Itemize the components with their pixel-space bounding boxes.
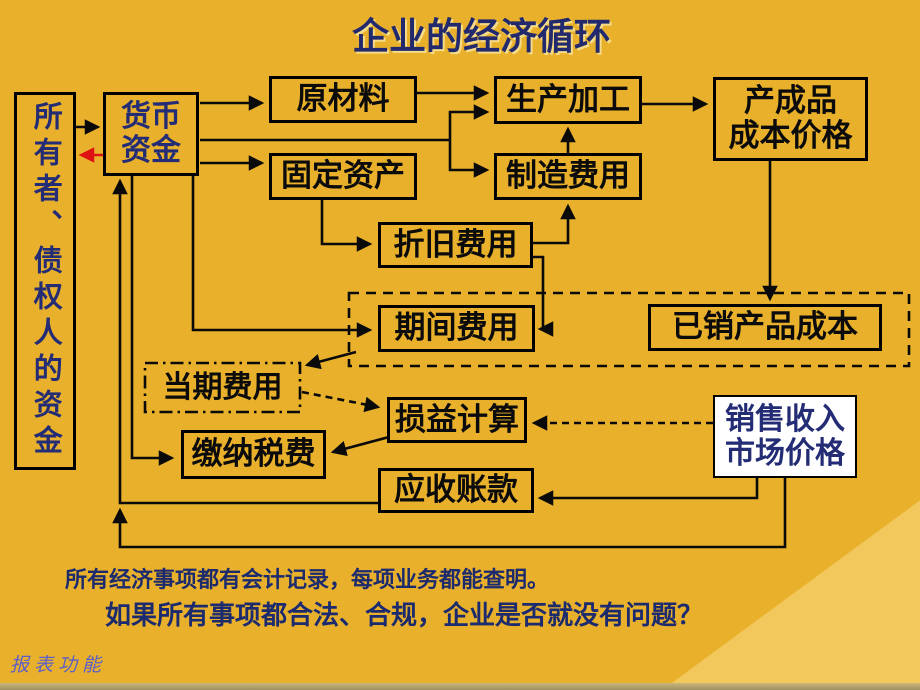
box-profit-loss: 损益计算 bbox=[387, 397, 527, 443]
arrow-money-to-period bbox=[191, 174, 373, 338]
box-finished-goods: 产成品 成本价格 bbox=[713, 77, 868, 161]
slide-bottom-edge bbox=[0, 683, 920, 690]
arrow-receivables-to-money bbox=[112, 178, 378, 505]
box-money-funds: 货币 资金 bbox=[103, 92, 199, 176]
box-owner-funds: 所有者、债权人的资金 bbox=[14, 92, 76, 470]
box-money-funds-line1: 货币 bbox=[121, 100, 181, 134]
slide-title: 企业的经济循环 bbox=[352, 17, 611, 58]
box-raw-materials-label: 原材料 bbox=[296, 81, 390, 117]
box-current-expenses: 当期费用 bbox=[145, 363, 300, 412]
arrow-current-to-profit-dashed bbox=[301, 390, 381, 413]
box-production-label: 生产加工 bbox=[506, 81, 630, 117]
dashed-group-rect bbox=[347, 291, 911, 368]
arrow-fixed-to-depreciation bbox=[320, 200, 373, 252]
box-sales-revenue-line1: 销售收入 bbox=[725, 402, 845, 436]
arrow-money-to-tax bbox=[130, 174, 175, 466]
box-receivables: 应收账款 bbox=[378, 468, 534, 513]
arrow-money-to-manufacturing bbox=[448, 140, 490, 178]
box-fixed-assets: 固定资产 bbox=[269, 153, 417, 200]
note-line2: 如果所有事项都合法、合规，企业是否就没有问题？ bbox=[105, 601, 704, 630]
box-owner-funds-label: 所有者、债权人的资金 bbox=[29, 101, 62, 461]
box-current-expenses-label: 当期费用 bbox=[162, 370, 283, 404]
watermark-text: 报表功能 bbox=[10, 655, 107, 676]
box-sales-revenue-line2: 市场价格 bbox=[725, 436, 845, 470]
box-finished-goods-line2: 成本价格 bbox=[728, 118, 853, 153]
box-money-funds-line2: 资金 bbox=[121, 134, 181, 167]
box-sales-revenue: 销售收入 市场价格 bbox=[713, 395, 857, 478]
box-finished-goods-line1: 产成品 bbox=[744, 83, 837, 119]
box-depreciation-label: 折旧费用 bbox=[393, 226, 518, 262]
note-line1: 所有经济事项都有会计记录，每项业务都能查明。 bbox=[65, 567, 550, 592]
box-tax-payment: 缴纳税费 bbox=[181, 430, 326, 479]
current-expenses-dashdot-rect bbox=[143, 361, 302, 414]
box-cost-of-goods-sold: 已销产品成本 bbox=[648, 304, 882, 351]
box-manufacturing-overhead: 制造费用 bbox=[494, 153, 642, 200]
arrow-money-to-production bbox=[448, 104, 490, 140]
arrow-depreciation-to-manufacturing bbox=[533, 203, 576, 245]
box-fixed-assets-label: 固定资产 bbox=[281, 158, 405, 194]
box-tax-payment-label: 缴纳税费 bbox=[191, 436, 316, 472]
box-cost-of-goods-sold-label: 已销产品成本 bbox=[672, 309, 858, 345]
arrow-profit-to-tax bbox=[330, 435, 390, 457]
box-manufacturing-overhead-label: 制造费用 bbox=[506, 158, 630, 194]
box-profit-loss-label: 损益计算 bbox=[395, 401, 519, 437]
box-receivables-label: 应收账款 bbox=[394, 472, 518, 508]
arrow-sales-return-line bbox=[112, 478, 787, 549]
box-period-expenses-label: 期间费用 bbox=[394, 310, 519, 346]
box-production: 生产加工 bbox=[494, 76, 642, 124]
box-depreciation: 折旧费用 bbox=[378, 222, 533, 268]
arrow-sales-to-receivables bbox=[537, 478, 759, 506]
box-period-expenses: 期间费用 bbox=[378, 305, 535, 352]
arrow-period-to-current bbox=[304, 350, 357, 370]
box-raw-materials: 原材料 bbox=[269, 76, 417, 123]
